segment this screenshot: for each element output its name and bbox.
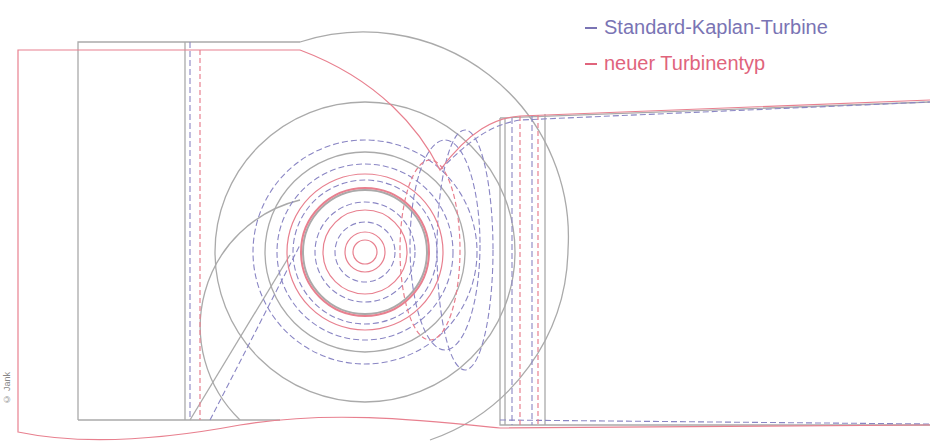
blade-circle bbox=[301, 188, 429, 316]
draft-tube-bottom bbox=[500, 420, 930, 424]
blade-circle bbox=[287, 174, 443, 330]
blade-circle bbox=[253, 140, 477, 364]
section-line bbox=[512, 116, 532, 425]
section-line bbox=[189, 42, 190, 420]
blade-circle bbox=[277, 164, 453, 340]
hub-circle bbox=[345, 232, 385, 272]
runner-chamber bbox=[215, 102, 515, 402]
casing-arc bbox=[200, 200, 300, 420]
standard-housing-outline bbox=[78, 32, 930, 440]
legend-text: Standard-Kaplan-Turbine bbox=[604, 16, 828, 39]
guide-line bbox=[190, 255, 290, 420]
casing-base bbox=[78, 419, 280, 420]
legend: Standard-Kaplan-Turbine neuer Turbinentyp bbox=[585, 10, 828, 82]
legend-text: neuer Turbinentyp bbox=[604, 52, 765, 75]
section-line bbox=[199, 50, 200, 420]
spiral-casing bbox=[78, 32, 568, 440]
runner-chamber bbox=[265, 152, 465, 352]
legend-swatch bbox=[585, 63, 597, 65]
new-turbine-outline bbox=[18, 50, 930, 439]
hub-circle bbox=[315, 202, 415, 302]
legend-entry: neuer Turbinentyp bbox=[585, 46, 828, 80]
section-line bbox=[505, 114, 545, 425]
kaplan-outline bbox=[190, 42, 930, 425]
runner-ring bbox=[303, 190, 427, 314]
runner-ellipse bbox=[400, 160, 460, 340]
shaft-circle bbox=[353, 240, 377, 264]
draft-tube-top bbox=[440, 102, 930, 170]
hub-circle bbox=[323, 210, 407, 294]
housing-top bbox=[300, 50, 930, 170]
housing bbox=[18, 50, 930, 439]
legend-entry: Standard-Kaplan-Turbine bbox=[585, 10, 828, 44]
section-line bbox=[184, 42, 185, 420]
runner-ellipse bbox=[437, 130, 493, 370]
draft-tube bbox=[500, 102, 930, 425]
section-line bbox=[520, 115, 538, 425]
credit-label: © Jank bbox=[2, 372, 12, 404]
legend-swatch bbox=[585, 27, 597, 29]
hub-circle bbox=[335, 222, 395, 282]
guide-line bbox=[210, 245, 300, 420]
